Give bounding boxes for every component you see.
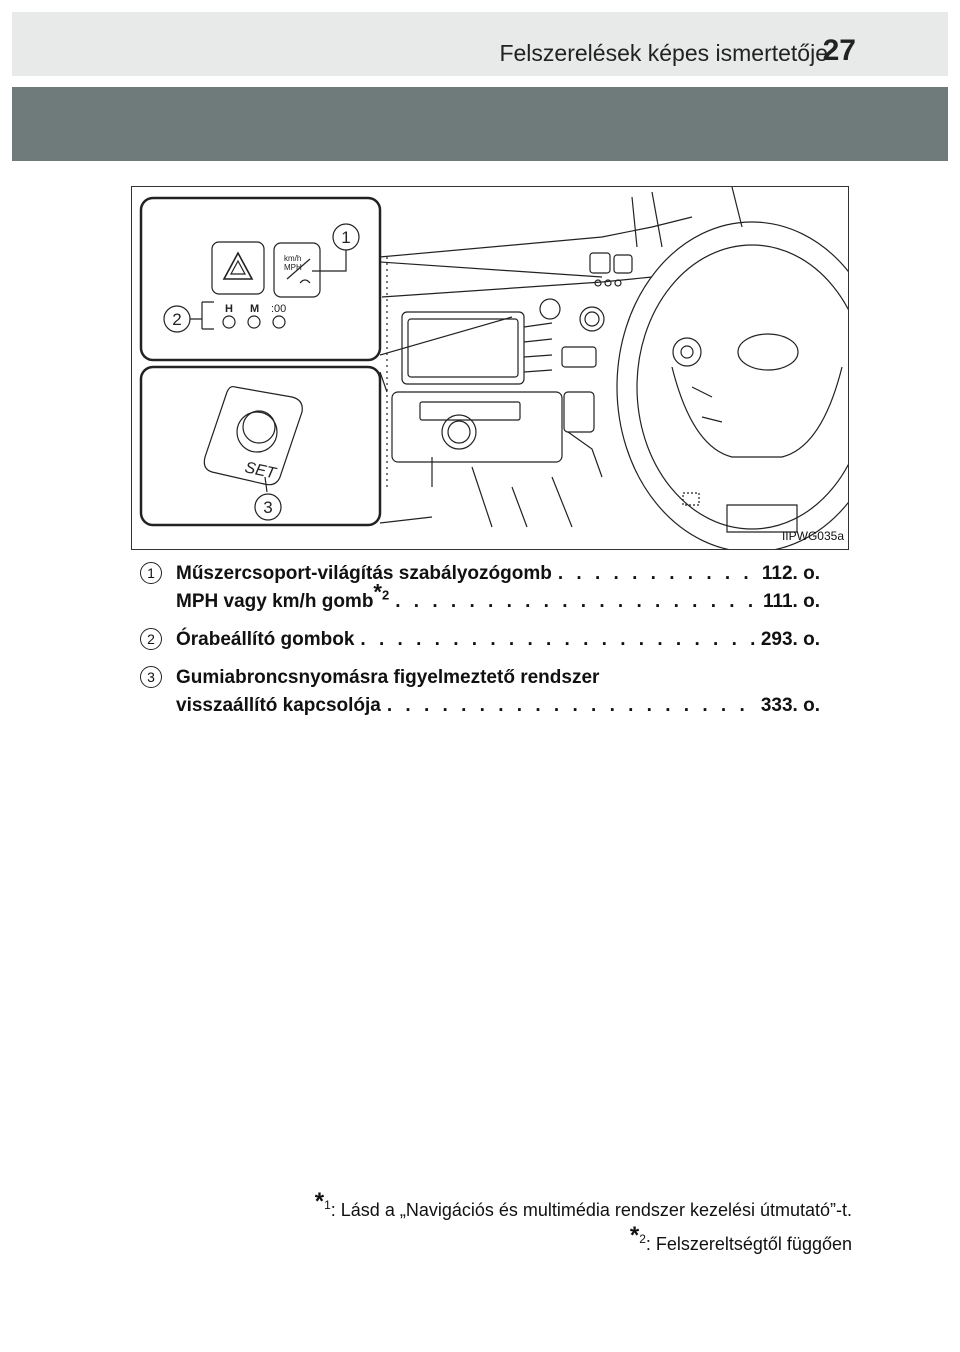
leader-dots <box>387 692 755 720</box>
list-item: 2 Órabeállító gombok 293. o. <box>140 626 820 654</box>
figure-code: IIPWG035a <box>781 529 844 543</box>
item-line: MPH vagy km/h gomb*2 111. o. <box>176 581 820 616</box>
mph-label: MPH <box>284 263 302 272</box>
page-ref: 333. o. <box>760 695 820 716</box>
item-label: MPH vagy km/h gomb*2 <box>176 581 390 616</box>
callout-2: 2 <box>172 310 181 329</box>
dashboard-drawing: 1 2 3 km/h MPH H M :00 SET <box>139 187 848 549</box>
page-ref: 112. o. <box>761 563 820 584</box>
item-label-text: MPH vagy km/h gomb <box>176 591 374 612</box>
footnote-text: : Lásd a „Navigációs és multimédia rends… <box>330 1200 852 1220</box>
clock-00-label: :00 <box>271 303 286 315</box>
leader-dots <box>395 588 757 616</box>
item-number: 3 <box>140 666 162 688</box>
footnote-text: : Felszereltségtől függően <box>645 1234 852 1254</box>
item-label: Műszercsoport-világítás szabályozógomb <box>176 563 552 584</box>
list-item: 3 Gumiabroncsnyomásra figyelmeztető rend… <box>140 664 820 720</box>
item-list: 1 Műszercsoport-világítás szabályozógomb… <box>140 560 820 730</box>
callout-3: 3 <box>263 498 272 517</box>
footnote-star: * <box>373 579 382 605</box>
clock-m-label: M <box>250 303 259 315</box>
page-ref: 111. o. <box>762 591 820 612</box>
item-label: visszaállító kapcsolója <box>176 695 381 716</box>
item-label: Órabeállító gombok <box>176 629 355 650</box>
set-label: SET <box>243 459 278 482</box>
item-number: 1 <box>140 562 162 584</box>
footnote-number: 2 <box>381 587 390 603</box>
footnote-star: * <box>629 1222 640 1249</box>
callout-1: 1 <box>341 228 350 247</box>
item-line: Órabeállító gombok 293. o. <box>176 626 820 654</box>
clock-h-label: H <box>225 303 233 315</box>
kmh-label: km/h <box>284 254 301 263</box>
page-header: Felszerelések képes ismertetője 27 <box>12 12 948 76</box>
item-line: visszaállító kapcsolója 333. o. <box>176 692 820 720</box>
page-ref: 293. o. <box>760 629 820 650</box>
item-line: Gumiabroncsnyomásra figyelmeztető rendsz… <box>176 664 820 692</box>
footnote: *2: Felszereltségtől függően <box>630 1224 852 1255</box>
footnote-star: * <box>314 1188 325 1215</box>
item-line: Műszercsoport-világítás szabályozógomb 1… <box>176 560 820 588</box>
section-band <box>12 87 948 161</box>
footnote-number: 2 <box>639 1232 646 1246</box>
footnote: *1: Lásd a „Navigációs és multimédia ren… <box>315 1190 852 1221</box>
leader-dots <box>360 626 754 654</box>
leader-dots <box>558 560 756 588</box>
item-number: 2 <box>140 628 162 650</box>
page-number: 27 <box>822 34 856 67</box>
list-item: 1 Műszercsoport-világítás szabályozógomb… <box>140 560 820 616</box>
item-label: Gumiabroncsnyomásra figyelmeztető rendsz… <box>176 667 600 688</box>
footnote-number: 1 <box>324 1198 331 1212</box>
dashboard-illustration: 1 2 3 km/h MPH H M :00 SET IIPWG035a <box>131 186 849 550</box>
section-title: Felszerelések képes ismertetője <box>499 40 828 66</box>
